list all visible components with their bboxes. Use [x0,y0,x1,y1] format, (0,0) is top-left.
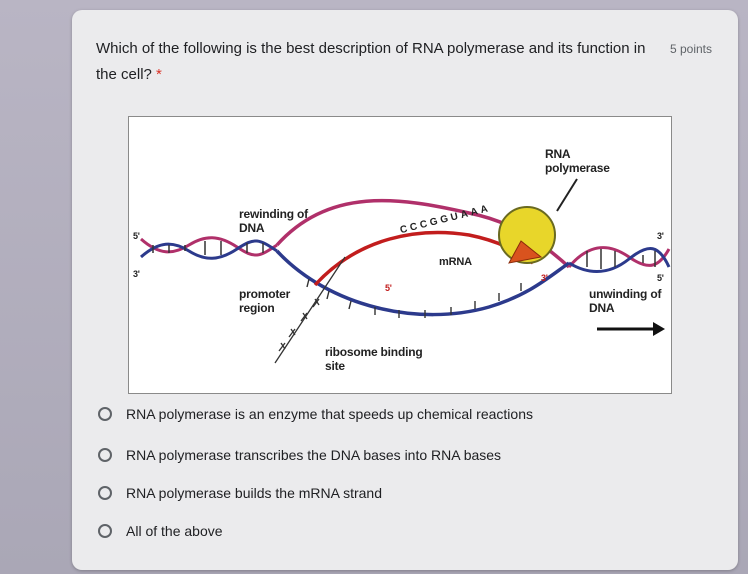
option-label: RNA polymerase builds the mRNA strand [126,485,382,501]
question-text: Which of the following is the best descr… [96,36,656,88]
bottom-strand-ticks [306,278,522,318]
left-helix [140,236,278,260]
option-3[interactable]: RNA polymerase builds the mRNA strand [98,481,598,505]
unwinding-arrow [597,322,665,336]
right-helix [567,246,671,274]
label-mrna: mRNA [439,256,472,268]
radio-button[interactable] [98,407,112,421]
polymerase-active-site [508,240,543,264]
label-left-3prime: 3' [133,269,140,279]
option-2[interactable]: RNA polymerase transcribes the DNA bases… [98,443,598,467]
points-label: 5 points [669,42,712,56]
label-rna-polymerase: RNA polymerase [545,147,610,175]
question-title: Which of the following is the best descr… [96,40,646,83]
label-ribosome-binding-site: ribosome binding site [325,345,423,373]
radio-button[interactable] [98,486,112,500]
diagram-graphic [140,178,671,364]
transcription-diagram: RNA polymerase rewinding of DNA promoter… [128,116,672,394]
label-right-3prime: 3' [657,231,664,241]
ribosome-site-ticks [274,256,346,364]
label-mrna-3prime: 3' [541,273,548,283]
polymerase-pointer [556,178,578,212]
bottom-dna-strand [275,249,571,317]
radio-button[interactable] [98,524,112,538]
rna-polymerase-enzyme [498,206,556,264]
option-1[interactable]: RNA polymerase is an enzyme that speeds … [98,402,598,426]
option-label: All of the above [126,523,223,539]
radio-button[interactable] [98,448,112,462]
label-unwinding: unwinding of DNA [589,287,662,315]
label-rewinding: rewinding of DNA [239,207,308,235]
label-promoter: promoter region [239,287,291,315]
option-label: RNA polymerase is an enzyme that speeds … [126,406,533,422]
label-mrna-5prime: 5' [385,283,392,293]
required-marker: * [156,66,162,83]
label-left-5prime: 5' [133,231,140,241]
question-card: Which of the following is the best descr… [72,10,738,570]
label-right-5prime: 5' [657,273,664,283]
option-label: RNA polymerase transcribes the DNA bases… [126,447,502,463]
option-4[interactable]: All of the above [98,519,598,543]
